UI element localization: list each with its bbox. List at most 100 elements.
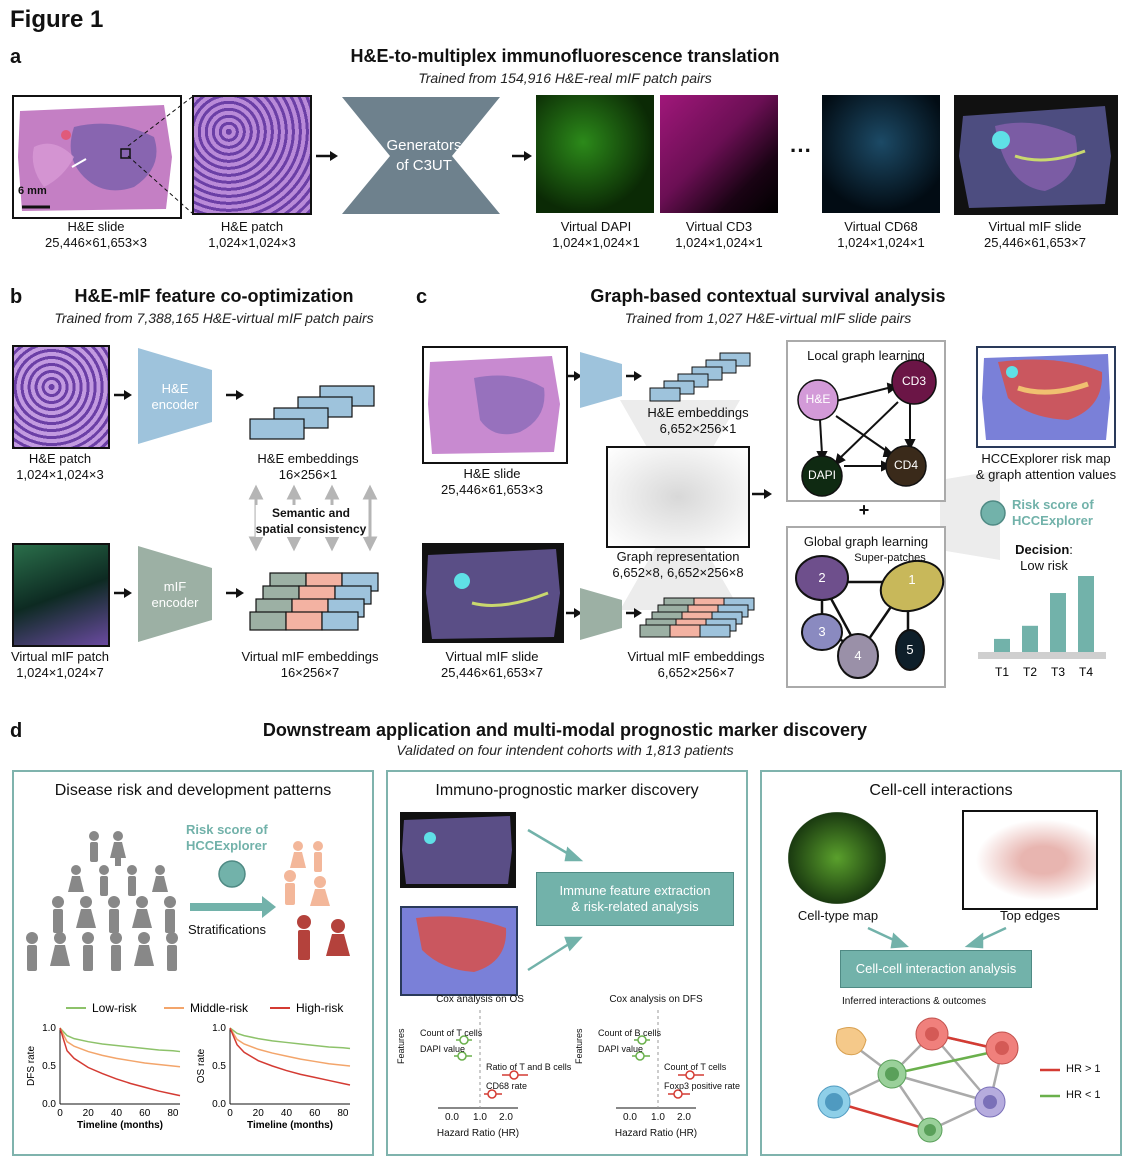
os-features-axis: Features [396,1028,406,1064]
legend-label-2: Middle-risk [190,1001,249,1015]
stratify-arrow [190,896,276,918]
risk-score-dot [980,500,1006,526]
b-arrow-mif-out [226,588,244,598]
scale-bar-label: 6 mm [18,185,47,197]
graph-rep-name: Graph representation [616,549,740,564]
b-he-patch-image [12,345,110,449]
c-mif-encoder-shape [580,588,622,640]
virtual-mif-slide-dims: 25,446×61,653×7 [984,235,1086,250]
box2-arrows [527,828,584,972]
local-node-cd3-label: CD3 [901,374,927,388]
local-node-cd4 [885,445,927,487]
os-xlabel: Hazard Ratio (HR) [436,1128,520,1139]
cell-type-map-image [788,812,886,904]
panel-c-subtitle: Trained from 1,027 H&E-virtual mIF slide… [624,310,912,326]
superpatches-label: Super-patches [854,552,926,564]
panel-b-subtitle: Trained from 7,388,165 H&E-virtual mIF p… [54,310,374,326]
os-y-tick-2: 1.0 [212,1023,226,1034]
virtual-cd68-image [822,95,940,213]
cox-dfs-title: Cox analysis on DFS [609,994,703,1005]
os-y-tick-1: 0.5 [212,1061,226,1072]
c-he-slide-name: H&E slide [463,466,521,481]
graph-representation-image [606,446,750,548]
risk-bar-2 [1022,625,1038,652]
os-feature-1: Count of T cells [420,1028,483,1038]
b-mif-emb-name: Virtual mIF embeddings [241,649,379,664]
panel-d-subtitle: Validated on four intendent cohorts with… [396,742,734,758]
cell-analysis-box: Cell-cell interaction analysis [840,950,1032,988]
risk-score-label: Risk score of HCCExplorer [1012,497,1094,528]
dfs-y-tick-2: 1.0 [42,1023,56,1034]
box2-title: Immuno-prognostic marker discovery [435,782,699,799]
os-tick-2: 2.0 [499,1112,513,1123]
plus-sign: + [858,500,870,520]
dfs-xlabel: Timeline (months) [77,1120,163,1131]
c-he-embeddings [649,352,751,402]
panel-b-title: H&E-mIF feature co-optimization [74,286,354,306]
figure-title: Figure 1 [10,6,104,33]
b-mif-embeddings [249,572,379,631]
c-mif-embeddings [639,597,755,638]
decision-colon: : [1069,542,1073,557]
generator-label: Generators of C3UT [386,137,462,174]
panel-a-subtitle: Trained from 154,916 H&E-real mIF patch … [418,70,712,86]
local-graph-box: Local graph learning H&E CD3 DAPI CD4 [786,340,946,502]
dfs-x-tick-4: 80 [167,1108,179,1119]
he-slide-image: 6 mm [12,95,182,219]
os-feature-4: CD68 rate [486,1081,528,1091]
risk-bar-3 [1050,593,1066,652]
local-node-he [797,379,839,421]
os-x-tick-2: 40 [281,1108,293,1119]
c-arrow-mif-out [626,608,642,618]
legend-label-3: High-risk [296,1001,344,1015]
dfs-feature-1: Count of B cells [598,1028,662,1038]
os-x-tick-1: 20 [253,1108,265,1119]
b-arrow-he-in [114,390,132,400]
b-he-emb-name: H&E embeddings [257,451,359,466]
decision-line: Decision: [1015,542,1073,557]
cell-interaction-network [817,1017,1060,1143]
he-encoder-label: H&E encoder [151,381,199,412]
cell-analysis-label: Cell-cell interaction analysis [855,961,1017,976]
dfs-y-tick-0: 0.0 [42,1099,56,1110]
global-node-5 [895,629,925,671]
virtual-mif-slide-name: Virtual mIF slide [988,219,1082,234]
global-node-5-label: 5 [906,642,914,657]
b-mif-patch-image [12,543,110,647]
dfs-feature-3: Count of T cells [664,1062,727,1072]
dfs-line-low-risk [59,1027,181,1053]
dfs-x-tick-0: 0 [57,1108,63,1119]
local-node-he-label: H&E [805,392,831,406]
b-mif-patch-name: Virtual mIF patch [10,649,110,664]
panel-a-title: H&E-to-multiplex immunofluorescence tran… [350,46,780,66]
virtual-cd3-name: Virtual CD3 [685,219,753,234]
b-mif-patch-dims: 1,024×1,024×7 [16,665,104,680]
mif-encoder-label: mIF encoder [151,579,199,610]
cox-os-title: Cox analysis on OS [436,994,524,1005]
dfs-tick-2: 2.0 [677,1112,691,1123]
global-node-4-label: 4 [854,648,862,663]
hr-gt-label: HR > 1 [1066,1063,1101,1075]
local-node-dapi [801,455,843,497]
dfs-x-tick-2: 40 [111,1108,123,1119]
global-node-1 [879,559,945,613]
global-node-3-label: 3 [818,624,826,639]
b-he-patch-name: H&E patch [28,451,92,466]
box2-mif-image [400,812,516,888]
box1-risk-dot [218,860,246,888]
box3-arrows [867,926,1007,949]
os-line-middle-risk [229,1027,351,1067]
panel-c-title: Graph-based contextual survival analysis [590,286,946,306]
local-node-dapi-label: DAPI [807,468,837,482]
global-node-1-label: 1 [908,572,916,587]
c-mif-slide-name: Virtual mIF slide [445,649,539,664]
risk-bar-label-4: T4 [1079,665,1093,679]
risk-bar-baseline [978,652,1106,659]
dfs-line-high-risk [59,1027,181,1097]
b-he-embeddings [249,385,375,440]
hr-lt-label: HR < 1 [1066,1089,1101,1101]
os-line-low-risk [229,1027,351,1050]
decision-label: Decision [1015,542,1070,557]
